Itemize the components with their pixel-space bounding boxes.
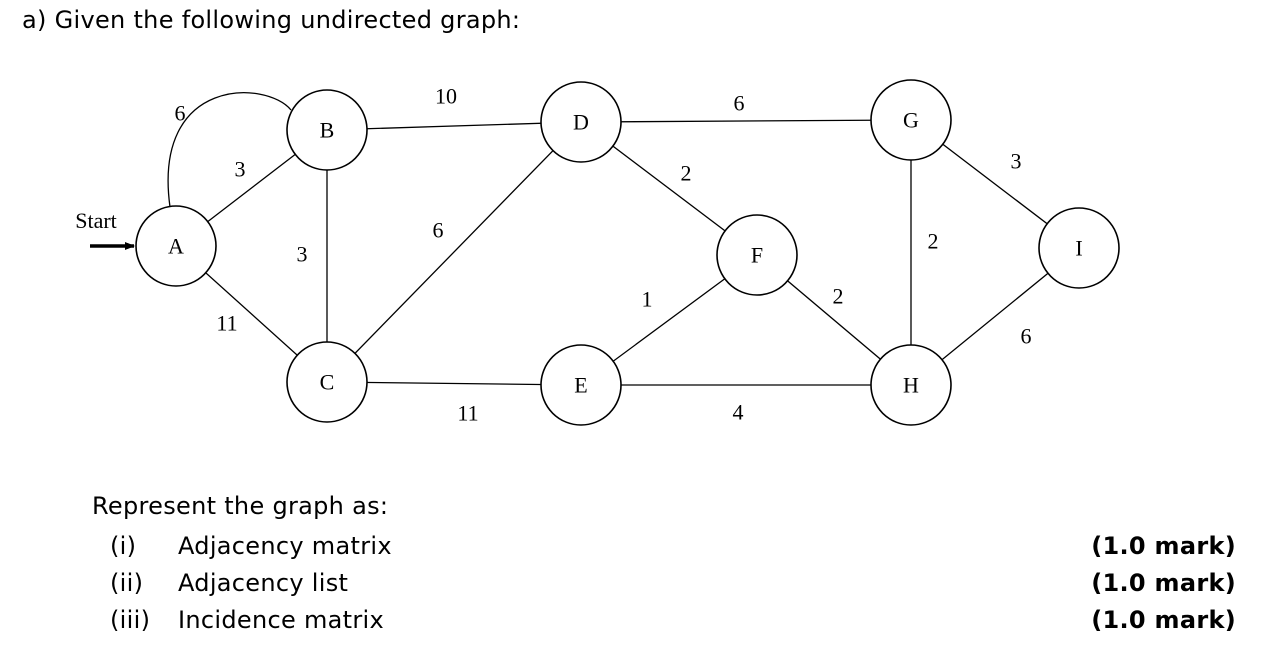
task-text: Incidence matrix <box>178 606 384 634</box>
node-g: G <box>870 79 952 161</box>
edge-weight-e-h: 4 <box>733 400 744 425</box>
node-circle <box>540 344 622 426</box>
task-mark: (1.0 mark) <box>1091 569 1236 597</box>
edge-weight-a-c: 11 <box>216 311 237 336</box>
node-label: H <box>903 373 919 398</box>
node-label: E <box>574 373 587 398</box>
graph-diagram: 6 3 11 3 10 6 11 2 6 1 4 2 2 3 6 A B C D E F G H I Start <box>75 79 1120 426</box>
node-e: E <box>540 344 622 426</box>
node-circle <box>870 79 952 161</box>
task-incidence-matrix: (iii) Incidence matrix (1.0 mark) <box>110 606 1236 634</box>
edge-d-g <box>580 119 912 123</box>
task-mark: (1.0 mark) <box>1091 606 1236 634</box>
node-label: G <box>903 108 919 133</box>
edge-weight-h-i: 6 <box>1021 324 1032 349</box>
start-label: Start <box>75 208 117 233</box>
task-adjacency-matrix: (i) Adjacency matrix (1.0 mark) <box>110 532 1236 560</box>
task-number: (iii) <box>110 606 151 634</box>
node-d: D <box>540 81 622 163</box>
edge-weight-a-b: 3 <box>235 157 246 182</box>
node-label: A <box>168 234 184 259</box>
task-number: (ii) <box>110 569 144 597</box>
edge-weight-a-b: 6 <box>175 101 186 126</box>
task-text: Adjacency list <box>178 569 349 597</box>
edge-weight-e-f: 1 <box>642 287 653 312</box>
edge-weight-d-g: 6 <box>734 91 745 116</box>
edge-weight-b-d: 10 <box>435 84 457 109</box>
node-label: I <box>1075 236 1082 261</box>
edge-weight-c-e: 11 <box>457 401 478 426</box>
node-label: C <box>320 370 335 395</box>
task-adjacency-list: (ii) Adjacency list (1.0 mark) <box>110 569 1236 597</box>
node-circle <box>870 344 952 426</box>
edge-weight-c-d: 6 <box>433 218 444 243</box>
instruction-text: Represent the graph as: <box>92 492 389 520</box>
edge-a-b <box>167 92 292 208</box>
node-h: H <box>870 344 952 426</box>
task-number: (i) <box>110 532 137 560</box>
edge-weight-g-h: 2 <box>928 229 939 254</box>
edge-c-d <box>326 121 582 383</box>
nodes: A B C D E F G H I <box>135 79 1120 426</box>
question-heading: a) Given the following undirected graph: <box>22 6 521 34</box>
edge-weight-d-f: 2 <box>681 161 692 186</box>
node-circle <box>716 214 798 296</box>
node-circle <box>286 89 368 171</box>
node-circle <box>1038 207 1120 289</box>
node-label: B <box>320 118 335 143</box>
edge-c-e <box>326 381 582 386</box>
start-indicator: Start <box>75 208 135 250</box>
task-mark: (1.0 mark) <box>1091 532 1236 560</box>
node-circle <box>286 341 368 423</box>
edge-weight-g-i: 3 <box>1011 149 1022 174</box>
edge-weight-b-c: 3 <box>297 242 308 267</box>
node-i: I <box>1038 207 1120 289</box>
node-label: F <box>751 243 763 268</box>
node-label: D <box>573 110 589 135</box>
node-c: C <box>286 341 368 423</box>
node-a: A <box>135 205 217 287</box>
task-text: Adjacency matrix <box>178 532 392 560</box>
node-circle <box>135 205 217 287</box>
edge-weight-f-h: 2 <box>833 284 844 309</box>
node-circle <box>540 81 622 163</box>
node-b: B <box>286 89 368 171</box>
node-f: F <box>716 214 798 296</box>
edge-b-d <box>326 121 582 131</box>
